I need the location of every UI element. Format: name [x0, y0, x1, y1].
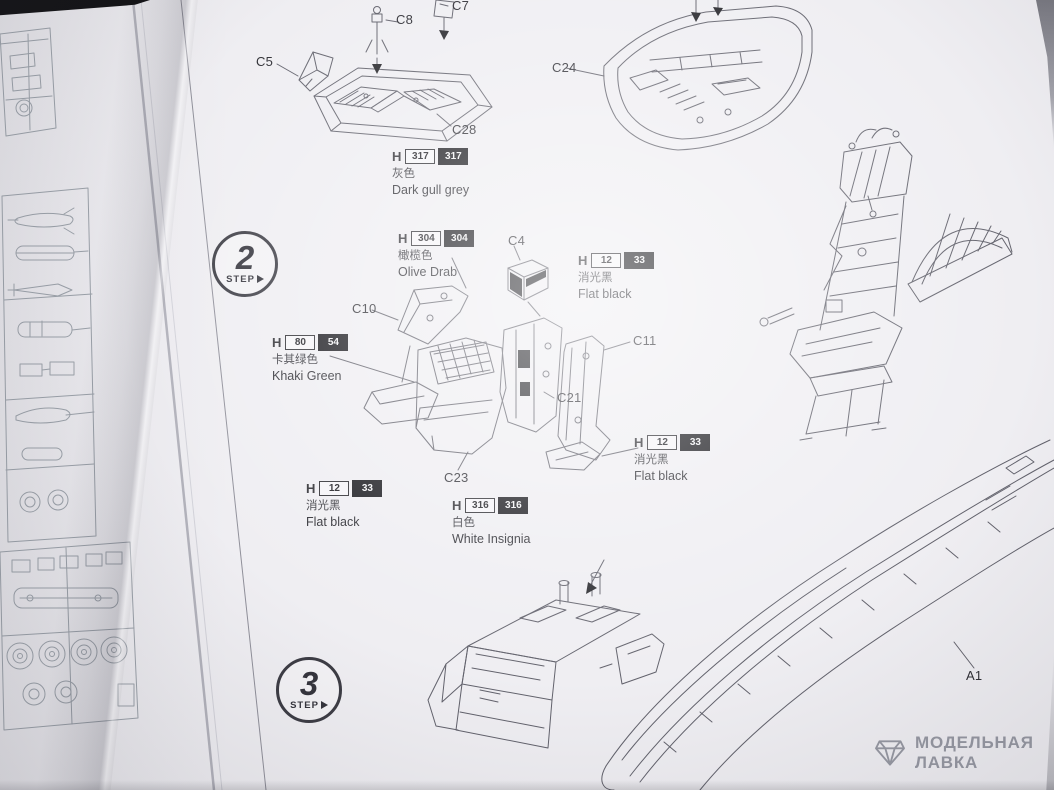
paint-code-white-box: 80 — [285, 335, 316, 350]
left-page-shading — [0, 0, 230, 790]
cockpit-section-drawing — [565, 0, 813, 151]
watermark-line2: ЛАВКА — [915, 752, 979, 772]
paint-callout-khaki-green: H 80 54 卡其绿色 Khaki Green — [272, 334, 349, 383]
gem-icon — [875, 739, 905, 766]
photo-edge-shadow — [0, 780, 1054, 790]
paint-code-black-box: 33 — [352, 480, 383, 497]
part-label-c4: C4 — [508, 233, 526, 248]
paint-callout-flat-black-2: H 12 33 消光黑 Flat black — [634, 434, 711, 483]
step-2-badge: 2 STEP — [212, 231, 278, 297]
watermark-line1: МОДЕЛЬНАЯ — [915, 733, 1034, 752]
paint-name-en: White Insignia — [452, 531, 531, 546]
paint-name-cn: 消光黑 — [578, 272, 613, 284]
paint-callout-flat-black-1: H 12 33 消光黑 Flat black — [578, 252, 655, 301]
part-label-c28: C28 — [452, 122, 477, 137]
plane-arrow-icon — [320, 701, 328, 710]
photo-background-bottom-right — [1046, 650, 1054, 790]
part-label-c24: C24 — [552, 60, 577, 75]
step-number: 2 — [235, 239, 255, 277]
paint-name-en: Dark gull grey — [392, 182, 470, 197]
paint-callout-olive-drab: H 304 304 橄榄色 Olive Drab — [398, 230, 475, 279]
paint-name-en: Flat black — [306, 514, 360, 529]
cockpit-tub-drawing — [276, 0, 493, 142]
paint-code-black-box: 54 — [318, 334, 349, 351]
paint-code-white-box: 12 — [647, 435, 678, 450]
paint-callout-white-insignia: H 316 316 白色 White Insignia — [452, 497, 531, 545]
part-label-c8: C8 — [396, 12, 414, 27]
paint-brand-letter: H — [306, 481, 316, 496]
paint-code-black-box: 33 — [624, 252, 655, 269]
paint-brand-letter: H — [634, 435, 644, 450]
ejection-seat-drawing — [759, 127, 1013, 441]
paint-code-white-box: 316 — [465, 498, 496, 513]
step-badge-circle: 3 STEP — [276, 657, 342, 723]
paint-name-cn: 橄榄色 — [398, 250, 433, 262]
part-label-c21: C21 — [557, 390, 582, 405]
paint-code-black-box: 317 — [438, 148, 469, 165]
paint-code-black-box: 316 — [498, 497, 529, 514]
paint-name-cn: 卡其绿色 — [272, 354, 318, 366]
plane-arrow-icon — [256, 275, 264, 284]
paint-name-en: Olive Drab — [398, 264, 458, 279]
step-label: STEP — [290, 699, 319, 711]
step-badge-circle: 2 STEP — [212, 231, 278, 297]
paint-brand-letter: H — [578, 253, 588, 268]
paint-code-white-box: 12 — [591, 253, 622, 268]
paint-name-cn: 白色 — [452, 517, 475, 529]
paint-name-en: Khaki Green — [272, 368, 342, 383]
part-label-c10: C10 — [352, 301, 377, 316]
step3-assembly-drawing — [427, 559, 665, 749]
step-number: 3 — [299, 665, 319, 703]
paint-brand-letter: H — [452, 498, 462, 513]
step-3-badge: 3 STEP — [276, 657, 342, 723]
part-label-c23: C23 — [444, 470, 469, 485]
part-label-a1: A1 — [966, 668, 983, 683]
step-label: STEP — [226, 273, 255, 285]
watermark: МОДЕЛЬНАЯ ЛАВКА — [874, 733, 1034, 772]
paint-name-cn: 灰色 — [392, 168, 415, 180]
part-label-c5: C5 — [256, 54, 274, 69]
paint-name-cn: 消光黑 — [306, 500, 341, 512]
paint-code-black-box: 304 — [444, 230, 475, 247]
paint-name-en: Flat black — [578, 286, 632, 301]
paint-code-white-box: 317 — [405, 149, 436, 164]
paint-brand-letter: H — [398, 231, 408, 246]
paint-name-en: Flat black — [634, 468, 688, 483]
paint-callout-dark-gull-grey: H 317 317 灰色 Dark gull grey — [392, 148, 469, 196]
paint-name-cn: 消光黑 — [634, 454, 669, 466]
paint-code-white-box: 304 — [411, 231, 442, 246]
paint-brand-letter: H — [392, 149, 402, 164]
part-label-c11: C11 — [633, 333, 657, 348]
main-page-drawings — [276, 0, 1054, 790]
paint-code-black-box: 33 — [680, 434, 711, 451]
paint-callout-flat-black-3: H 12 33 消光黑 Flat black — [306, 480, 383, 529]
c4-box-drawing — [507, 245, 549, 317]
paint-brand-letter: H — [272, 335, 282, 350]
photo-background-top-right — [1036, 0, 1054, 150]
paint-code-white-box: 12 — [319, 481, 350, 496]
part-label-c7: C7 — [452, 0, 470, 13]
